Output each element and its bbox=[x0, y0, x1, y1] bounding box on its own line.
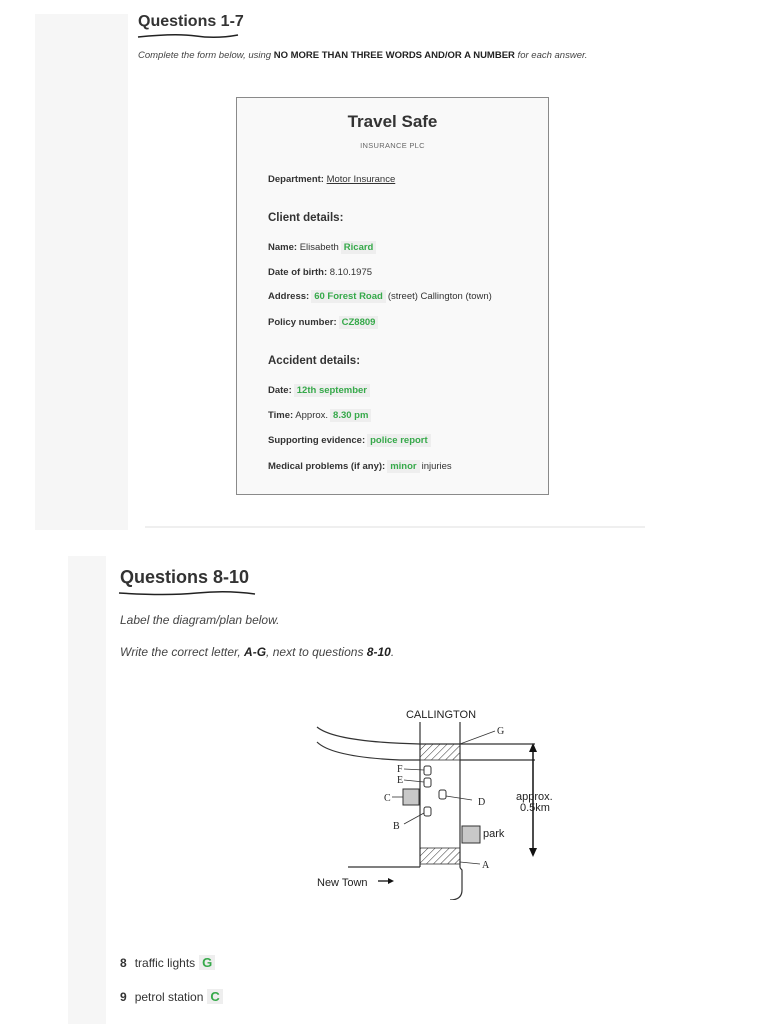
address-row: Address:60 Forest Road(street) Callingto… bbox=[268, 290, 492, 303]
instruction-text-end: for each answer. bbox=[514, 50, 588, 61]
map-diagram: CALLINGTON G F E C D B A park approx. 0.… bbox=[316, 709, 553, 900]
shape-f bbox=[423, 765, 432, 776]
name-prefix: Elisabeth bbox=[299, 242, 339, 253]
time-row: Time: Approx.8.30 pm bbox=[268, 409, 373, 422]
medical-suffix: injuries bbox=[421, 461, 452, 472]
question-text: petrol station bbox=[134, 990, 204, 1004]
heading-underline-2 bbox=[118, 590, 256, 596]
heading-underline bbox=[137, 33, 239, 39]
time-label: Time: bbox=[268, 410, 294, 421]
letter-c: C bbox=[384, 793, 391, 804]
instruction-emphasis: NO MORE THAN THREE WORDS AND/OR A NUMBER bbox=[273, 50, 515, 61]
date-label: Date: bbox=[268, 385, 292, 396]
crossing-a bbox=[419, 847, 461, 865]
question-number: 8 bbox=[120, 956, 127, 970]
department-row: Department: Motor Insurance bbox=[268, 174, 395, 185]
question-number: 9 bbox=[120, 990, 127, 1004]
time-prefix: Approx. bbox=[295, 410, 329, 421]
shape-e bbox=[423, 777, 432, 788]
medical-label: Medical problems (if any): bbox=[268, 461, 386, 472]
bottom-road-curve bbox=[449, 866, 463, 900]
accident-details-heading: Accident details: bbox=[268, 355, 361, 367]
section-divider bbox=[145, 526, 645, 528]
shape-b bbox=[423, 806, 432, 817]
letter-a: A bbox=[482, 860, 490, 871]
name-answer: Ricard bbox=[340, 241, 377, 254]
instruction2-letters: A-G bbox=[244, 645, 267, 659]
crossing-g bbox=[419, 743, 461, 761]
section2-heading: Questions 8-10 bbox=[120, 567, 250, 587]
name-label: Name: bbox=[268, 242, 298, 253]
letter-f: F bbox=[397, 764, 403, 775]
evidence-label: Supporting evidence: bbox=[268, 435, 366, 446]
letter-e: E bbox=[397, 775, 403, 786]
park-box bbox=[461, 825, 481, 844]
policy-label: Policy number: bbox=[268, 317, 337, 328]
town-label: CALLINGTON bbox=[406, 709, 476, 721]
shape-c bbox=[402, 788, 420, 806]
left-panel-background bbox=[35, 14, 128, 530]
date-row: Date:12th september bbox=[268, 384, 372, 397]
department-value: Motor Insurance bbox=[326, 174, 396, 185]
client-details-heading: Client details: bbox=[268, 212, 344, 224]
form-subtitle: INSURANCE PLC bbox=[360, 141, 425, 150]
question-answer: G bbox=[199, 955, 216, 970]
top-road-lower-edge-left bbox=[316, 741, 420, 761]
letter-d: D bbox=[478, 797, 485, 808]
left-panel-background-2 bbox=[68, 556, 106, 1024]
department-label: Department: bbox=[268, 174, 324, 185]
medical-answer: minor bbox=[387, 460, 420, 473]
evidence-answer: police report bbox=[367, 434, 431, 447]
insurance-form: Travel Safe INSURANCE PLC Department: Mo… bbox=[236, 97, 549, 495]
form-title: Travel Safe bbox=[347, 112, 438, 131]
shape-d bbox=[438, 789, 447, 800]
letter-b: B bbox=[393, 821, 400, 832]
section2-instruction2: Write the correct letter, A-G, next to q… bbox=[120, 645, 394, 659]
question-answer: C bbox=[207, 989, 223, 1004]
date-answer: 12th september bbox=[293, 384, 370, 397]
new-town-label: New Town bbox=[317, 877, 368, 889]
address-answer: 60 Forest Road bbox=[311, 290, 386, 303]
section1-heading: Questions 1-7 bbox=[138, 13, 244, 30]
address-label: Address: bbox=[268, 291, 310, 302]
instruction2-period: . bbox=[390, 645, 395, 659]
dob-value: 8.10.1975 bbox=[329, 267, 373, 278]
top-road-upper-edge bbox=[316, 726, 535, 745]
distance-label-1: approx. bbox=[516, 791, 553, 803]
park-label: park bbox=[483, 828, 505, 840]
distance-label-2: 0.5km bbox=[520, 802, 550, 814]
time-answer: 8.30 pm bbox=[330, 409, 372, 422]
instruction2-text: Write the correct letter, bbox=[120, 645, 245, 659]
dob-row: Date of birth: 8.10.1975 bbox=[268, 267, 372, 278]
policy-answer: CZ8809 bbox=[338, 316, 379, 329]
dob-label: Date of birth: bbox=[268, 267, 328, 278]
instruction-text: Complete the form below, using bbox=[138, 50, 274, 61]
section2-instruction1: Label the diagram/plan below. bbox=[120, 613, 280, 627]
letter-g: G bbox=[497, 726, 504, 737]
section1-instruction: Complete the form below, using NO MORE T… bbox=[138, 50, 587, 61]
instruction2-text-mid: , next to questions bbox=[266, 645, 367, 659]
question-text: traffic lights bbox=[134, 956, 196, 970]
evidence-row: Supporting evidence:police report bbox=[268, 434, 433, 447]
policy-row: Policy number:CZ8809 bbox=[268, 316, 380, 329]
instruction2-questions: 8-10 bbox=[366, 645, 391, 659]
address-suffix: (street) Callington (town) bbox=[387, 291, 492, 302]
